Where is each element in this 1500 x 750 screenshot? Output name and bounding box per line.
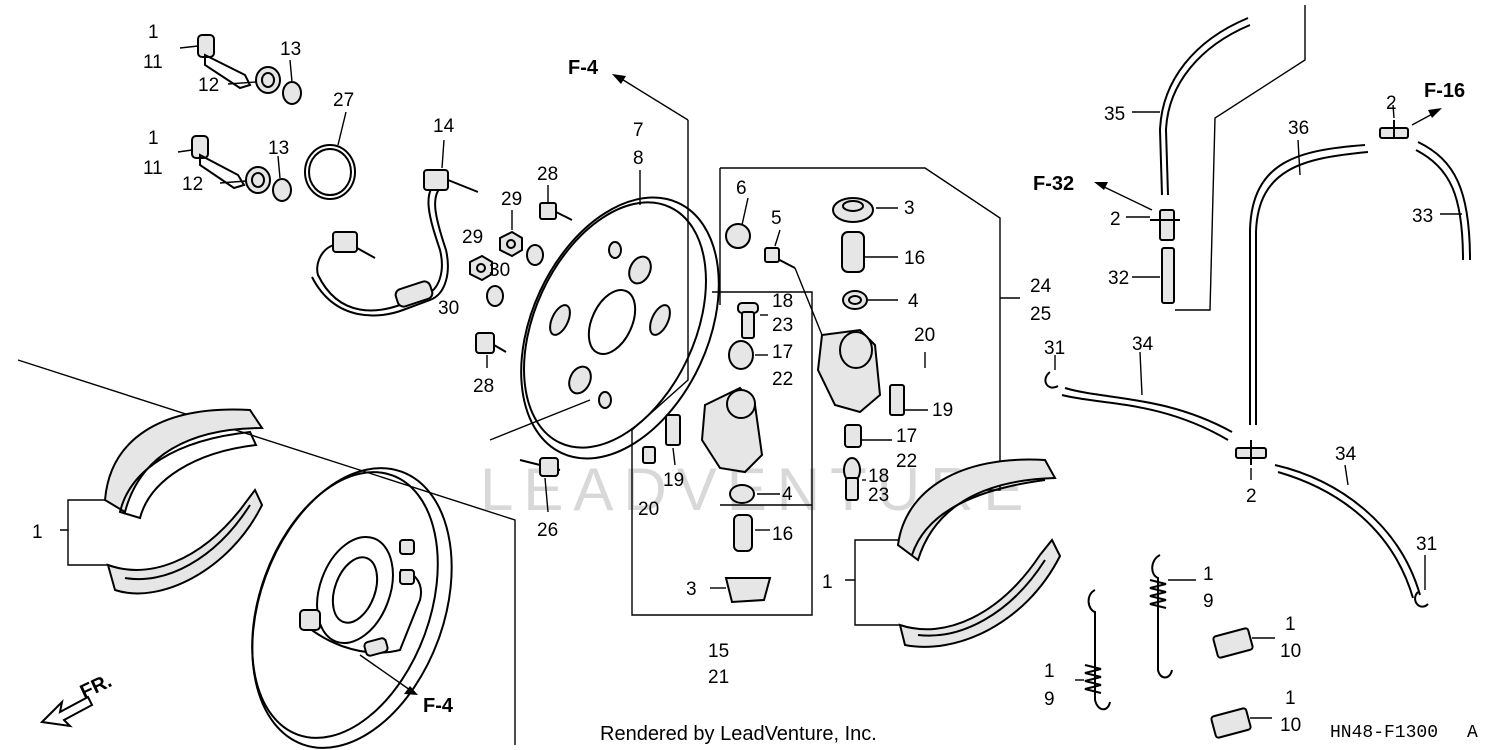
c-25: 25: [1030, 304, 1051, 325]
ref-label-f4-bottom: F-4: [423, 695, 454, 717]
c-3-a: 3: [904, 198, 915, 219]
c-1-e: 1: [1203, 564, 1214, 585]
springs: [1075, 554, 1196, 711]
ref-label-f4-top: F-4: [568, 57, 599, 79]
c-14: 14: [433, 116, 455, 137]
diagram-code: HN48-F1300: [1330, 723, 1438, 743]
c-5: 5: [771, 208, 782, 229]
wheel-cylinder-lower: [642, 302, 780, 604]
c-35: 35: [1104, 104, 1125, 125]
ref-label-f16: F-16: [1424, 80, 1465, 102]
c-4-a: 4: [908, 291, 919, 312]
front-direction-label: FR.: [77, 670, 115, 704]
c-23-a: 23: [772, 315, 793, 336]
c-36: 36: [1288, 118, 1309, 139]
clips: [1210, 627, 1275, 739]
bleeder-screw-middle: [177, 135, 292, 202]
c-1-g: 1: [1285, 614, 1296, 635]
c-27: 27: [333, 90, 354, 111]
c-3-b: 3: [686, 579, 697, 600]
bolts-nuts: [469, 185, 573, 368]
c-9-b: 9: [1044, 689, 1055, 710]
c-18-b: 18: [868, 466, 889, 487]
c-19-b: 19: [663, 470, 684, 491]
c-28-a: 28: [537, 164, 558, 185]
c-1-h: 1: [1285, 688, 1296, 709]
c-31-a: 31: [1044, 338, 1065, 359]
hoses: [1044, 17, 1471, 608]
c-13-b: 13: [268, 138, 289, 159]
brake-shoes-right: [845, 458, 1062, 648]
c-4-b: 4: [782, 484, 793, 505]
c-24: 24: [1030, 276, 1052, 297]
c-15: 15: [708, 641, 729, 662]
c-1-b: 1: [148, 128, 159, 149]
c-29-a: 29: [501, 189, 522, 210]
c-10-b: 10: [1280, 715, 1301, 736]
c-1-c: 1: [32, 522, 43, 543]
c-28-b: 28: [473, 376, 494, 397]
wheel-cylinder-upper: [725, 197, 928, 501]
c-2-a: 2: [1386, 93, 1397, 114]
c-34-b: 34: [1335, 444, 1357, 465]
c-9-a: 9: [1203, 591, 1214, 612]
c-2-b: 2: [1110, 209, 1121, 230]
ref-arrow-f4-bottom: [359, 654, 418, 695]
c-30-a: 30: [489, 260, 510, 281]
c-33: 33: [1412, 206, 1433, 227]
c-21: 21: [708, 667, 729, 688]
bleeder-screw-top: [179, 34, 302, 105]
c-1-a: 1: [148, 22, 159, 43]
c-20-b: 20: [638, 499, 659, 520]
c-18-a: 18: [772, 291, 793, 312]
c-2-c: 2: [1246, 486, 1257, 507]
c-16-b: 16: [772, 524, 793, 545]
c-20-a: 20: [914, 325, 935, 346]
c-19-a: 19: [932, 400, 953, 421]
callout-labels: 1 11 12 13 27 1 11 12 13 14 28 29 30 29 …: [32, 22, 1437, 736]
brake-panel-upper: [520, 170, 720, 460]
c-22-b: 22: [896, 451, 917, 472]
brake-pipe: [311, 139, 479, 317]
c-1-d: 1: [822, 572, 833, 593]
c-12-b: 12: [182, 174, 203, 195]
c-8: 8: [633, 148, 644, 169]
c-32: 32: [1108, 268, 1129, 289]
c-17-b: 17: [896, 426, 917, 447]
ref-arrow-f4-top: [612, 74, 689, 121]
c-6: 6: [736, 178, 747, 199]
front-direction-arrow: [39, 695, 94, 728]
c-11-a: 11: [143, 52, 163, 73]
c-22-a: 22: [772, 369, 793, 390]
c-17-a: 17: [772, 342, 793, 363]
diagram-code-suffix: A: [1467, 723, 1478, 743]
c-34-a: 34: [1132, 334, 1154, 355]
c-31-b: 31: [1416, 534, 1437, 555]
c-7: 7: [633, 120, 644, 141]
ref-label-f32: F-32: [1033, 173, 1074, 195]
o-ring: [304, 111, 356, 200]
brake-panel-lower: [251, 467, 453, 749]
c-26: 26: [537, 520, 558, 541]
c-1-f: 1: [1044, 661, 1055, 682]
c-13-a: 13: [280, 39, 301, 60]
c-10-a: 10: [1280, 641, 1301, 662]
brake-shoes-left: [60, 408, 264, 595]
c-29-b: 29: [462, 227, 483, 248]
bolt-26: [489, 399, 591, 513]
c-11-b: 11: [143, 158, 163, 179]
c-23-b: 23: [868, 485, 889, 506]
c-16-a: 16: [904, 248, 925, 269]
credit-text: Rendered by LeadVenture, Inc.: [600, 723, 877, 745]
c-12-a: 12: [198, 75, 219, 96]
c-30-b: 30: [438, 298, 459, 319]
